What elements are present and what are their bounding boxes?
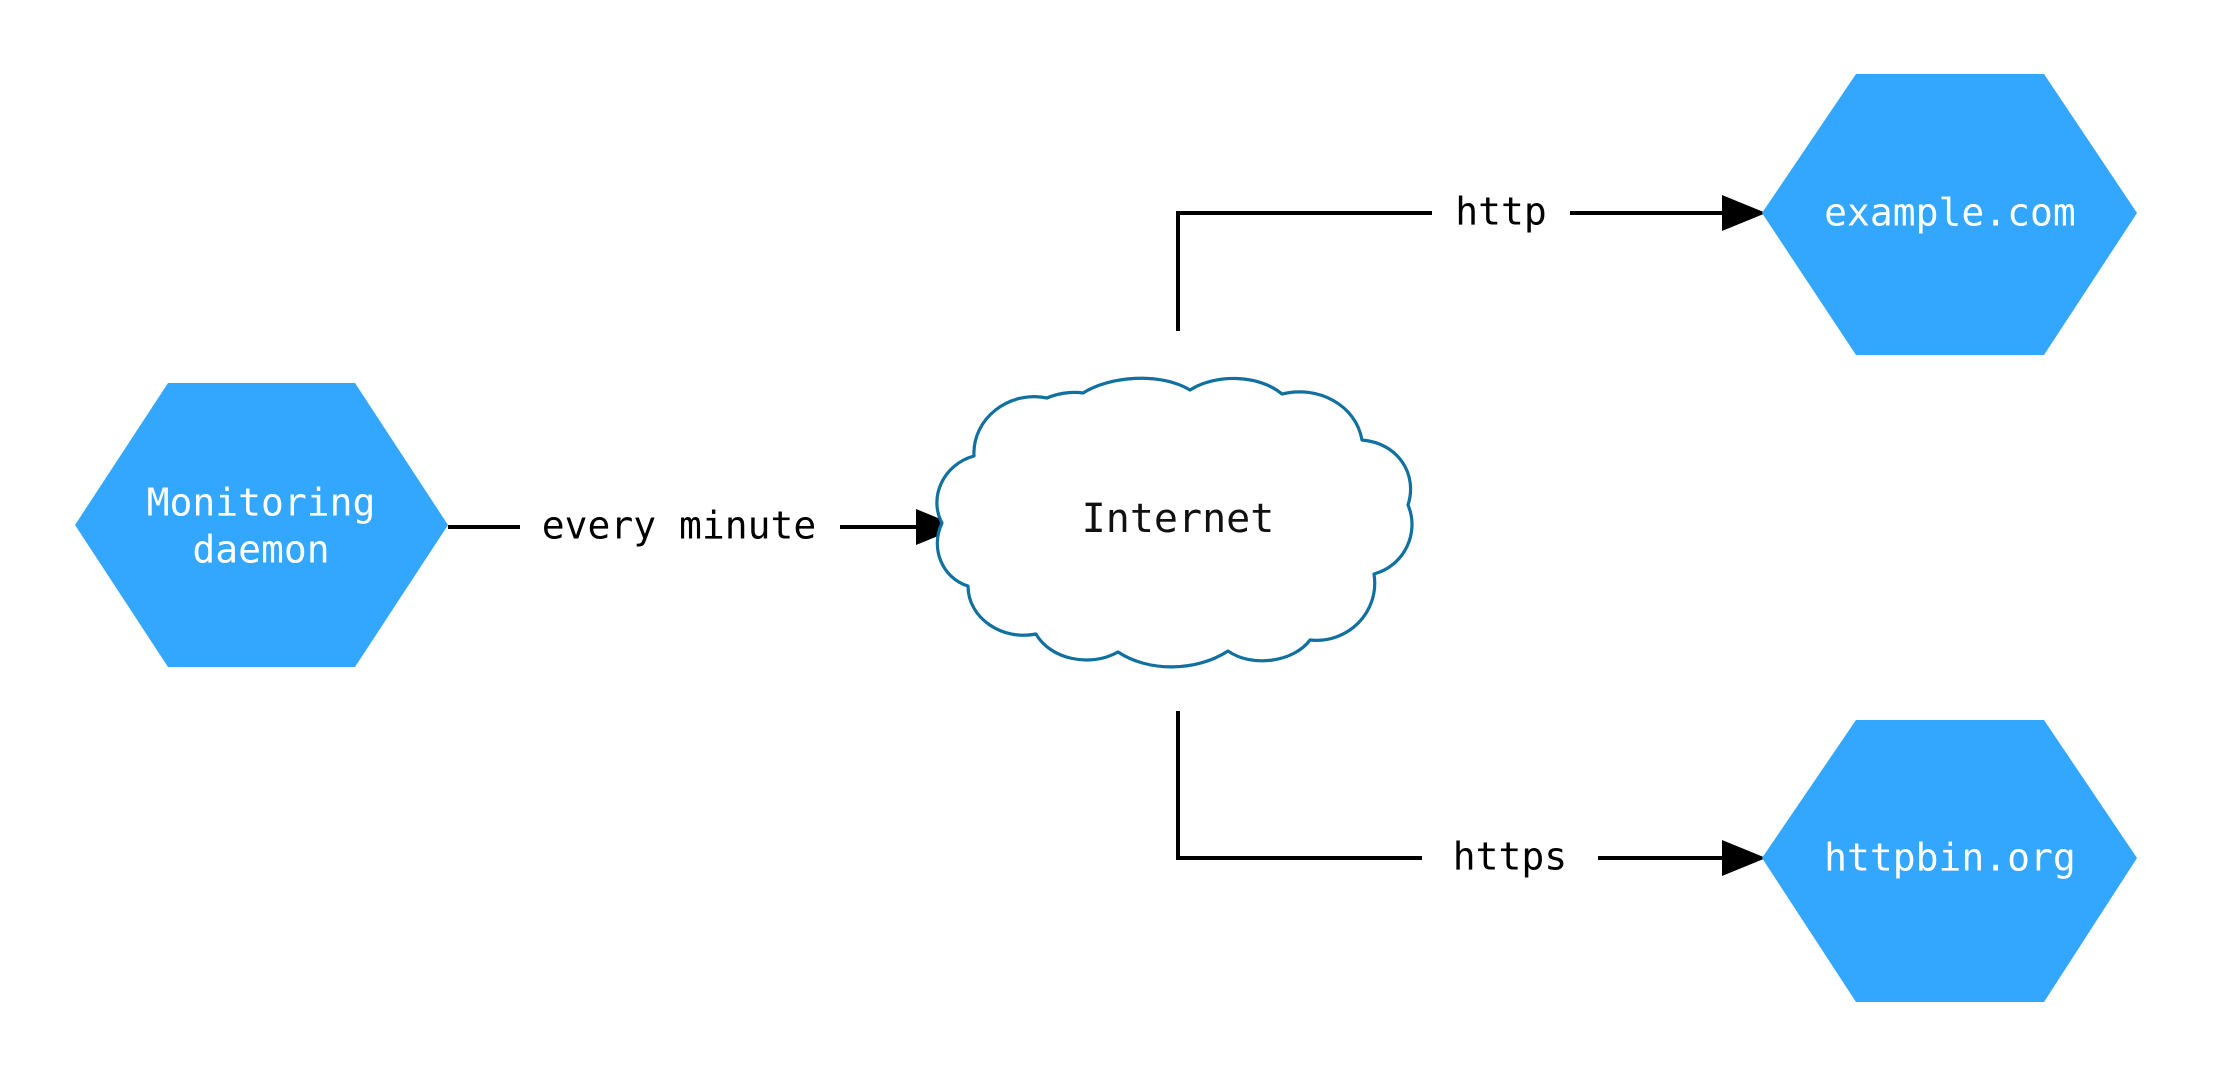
edge-label-backdrop-https bbox=[1422, 834, 1598, 882]
node-label-monitoring-daemon-line1: Monitoring bbox=[147, 481, 376, 525]
node-internet[interactable]: Internet bbox=[935, 376, 1414, 669]
edge-label-every-minute: every minute bbox=[542, 504, 817, 548]
node-httpbin-org[interactable]: httpbin.org bbox=[1762, 720, 2137, 1002]
arrowhead-icon-internet-to-httpbin bbox=[1722, 840, 1766, 876]
edge-daemon-to-internet[interactable]: every minute bbox=[448, 503, 960, 551]
edge-internet-to-httpbin[interactable]: https bbox=[1176, 711, 1766, 882]
hexagon-shape-httpbin-org bbox=[1762, 720, 2137, 1002]
node-label-example-com: example.com bbox=[1824, 191, 2076, 235]
hexagon-shape-example-com bbox=[1762, 74, 2137, 355]
edge-label-http: http bbox=[1455, 190, 1547, 234]
node-label-httpbin-org: httpbin.org bbox=[1824, 836, 2076, 880]
node-example-com[interactable]: example.com bbox=[1762, 74, 2137, 355]
edge-label-backdrop-every-minute bbox=[520, 503, 840, 551]
cloud-shape-internet bbox=[935, 376, 1414, 669]
edge-label-https: https bbox=[1453, 835, 1567, 879]
edge-internet-to-example[interactable]: http bbox=[1176, 189, 1766, 331]
node-label-internet: Internet bbox=[1082, 496, 1275, 542]
node-monitoring-daemon[interactable]: Monitoring daemon bbox=[75, 383, 448, 667]
arrowhead-icon-daemon-to-internet bbox=[916, 509, 960, 545]
arrowhead-icon-internet-to-example bbox=[1722, 195, 1766, 231]
edge-label-backdrop-http bbox=[1432, 189, 1570, 237]
hexagon-shape-monitoring-daemon bbox=[75, 383, 448, 667]
node-label-monitoring-daemon-line2: daemon bbox=[192, 528, 329, 572]
